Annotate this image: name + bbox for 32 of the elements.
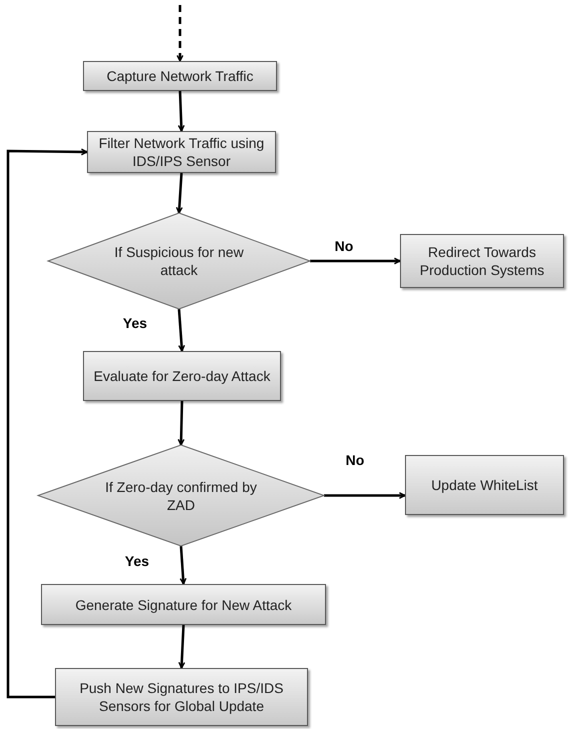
node-text: Redirect Towards Production Systems [418, 243, 546, 279]
node-text: If Suspicious for new attack [113, 243, 245, 279]
arrow [176, 5, 184, 62]
process-box [83, 351, 281, 401]
process-box [83, 61, 277, 91]
node-text: Filter Network Traffic using IDS/IPS Sensor [98, 134, 266, 170]
process-box [87, 131, 276, 173]
process-box [405, 455, 564, 515]
decision-diamond [38, 445, 324, 546]
edge-label: No [346, 452, 364, 468]
arrow [178, 400, 185, 446]
node-text: Push New Signatures to IPS/IDS Sensors for Global Update [78, 679, 284, 715]
arrow [176, 172, 183, 214]
arrow [178, 624, 186, 669]
arrow [178, 308, 186, 352]
process-box [41, 584, 326, 625]
arrow [6, 148, 88, 698]
node-text: Generate Signature for New Attack [75, 596, 292, 614]
edge-label: No [334, 238, 354, 254]
node-text: Update WhiteList [431, 476, 538, 494]
node-text: If Zero-day confirmed by ZAD [104, 478, 258, 514]
arrow [178, 90, 185, 132]
arrow [180, 546, 187, 585]
arrow [310, 258, 401, 264]
edge-label: Yes [124, 553, 150, 569]
process-box [55, 668, 308, 726]
process-box [400, 234, 564, 288]
decision-diamond [48, 213, 310, 309]
node-text: Evaluate for Zero-day Attack [94, 367, 270, 385]
node-text: Capture Network Traffic [106, 67, 254, 85]
arrow [324, 492, 406, 499]
edge-label: Yes [122, 315, 148, 331]
